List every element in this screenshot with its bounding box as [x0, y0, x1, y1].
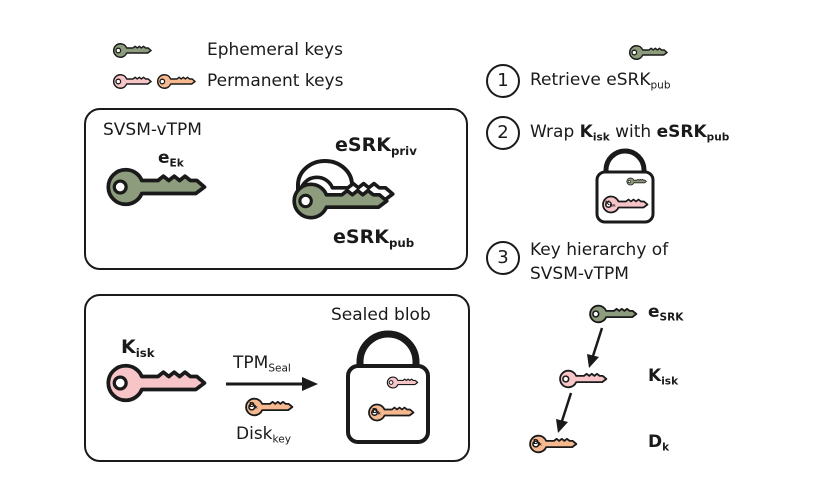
esrk-shackle-icon [296, 159, 354, 193]
hierarchy-dk-label: Dk [648, 432, 670, 454]
tpm-seal-label: TPMSeal [233, 353, 291, 375]
hierarchy-arrow-2 [556, 392, 573, 433]
step-3-line-1: Key hierarchy of [530, 240, 669, 260]
wrap-lock-kisk-text: Kisk [605, 200, 616, 208]
permanent-key-orange-icon [156, 71, 198, 92]
kisk-label: Kisk [121, 336, 155, 361]
hierarchy-dk-key-icon: Dk [528, 431, 580, 457]
vtpm-box-title: SVSM-vTPM [103, 120, 202, 140]
sealed-lock-dk-key-icon: Dk [367, 400, 417, 425]
esrk-pub-label: eSRKpub [333, 226, 415, 251]
hierarchy-esrk-key-icon [588, 301, 640, 327]
sealed-lock-kisk-key-icon [386, 374, 420, 391]
disk-key-icon: Dk [244, 394, 296, 420]
hierarchy-arrow-1 [587, 327, 604, 368]
step-1-number: 1 [486, 64, 520, 98]
legend-permanent-label: Permanent keys [207, 71, 344, 91]
ek-label: eEk [158, 148, 184, 170]
permanent-key-pink-icon [112, 71, 154, 92]
step-3-number: 3 [486, 241, 520, 275]
legend-ephemeral-label: Ephemeral keys [207, 40, 343, 60]
sealed-lock-dk-text: Dk [372, 407, 381, 417]
steps-top-ephemeral-key-icon [628, 42, 670, 63]
wrap-lock-esrk-key-icon [626, 176, 648, 187]
disk-key-label: Diskkey [236, 424, 291, 446]
hierarchy-kisk-key-icon [558, 366, 610, 392]
step-2-text: Wrap Kisk with eSRKpub [530, 122, 730, 144]
step-2-number: 2 [486, 116, 520, 150]
ephemeral-key-icon [112, 40, 154, 61]
hierarchy-esrk-label: eSRK [648, 302, 684, 324]
ek-key-icon [104, 160, 212, 214]
kisk-key-icon [104, 356, 212, 410]
hierarchy-dk-key-text: Dk [533, 438, 542, 448]
seal-arrow [226, 377, 318, 391]
step-3-line-2: SVSM-vTPM [530, 264, 629, 284]
hierarchy-kisk-label: Kisk [648, 366, 679, 388]
esrk-priv-label: eSRKpriv [335, 134, 417, 159]
esrk-pub-key-icon [290, 175, 394, 227]
disk-key-dk-text: Dk [249, 401, 258, 411]
wrap-lock-kisk-key-icon: Kisk [601, 192, 651, 217]
step-1-text: Retrieve eSRKpub [530, 70, 671, 92]
sealed-blob-title: Sealed blob [331, 305, 431, 325]
